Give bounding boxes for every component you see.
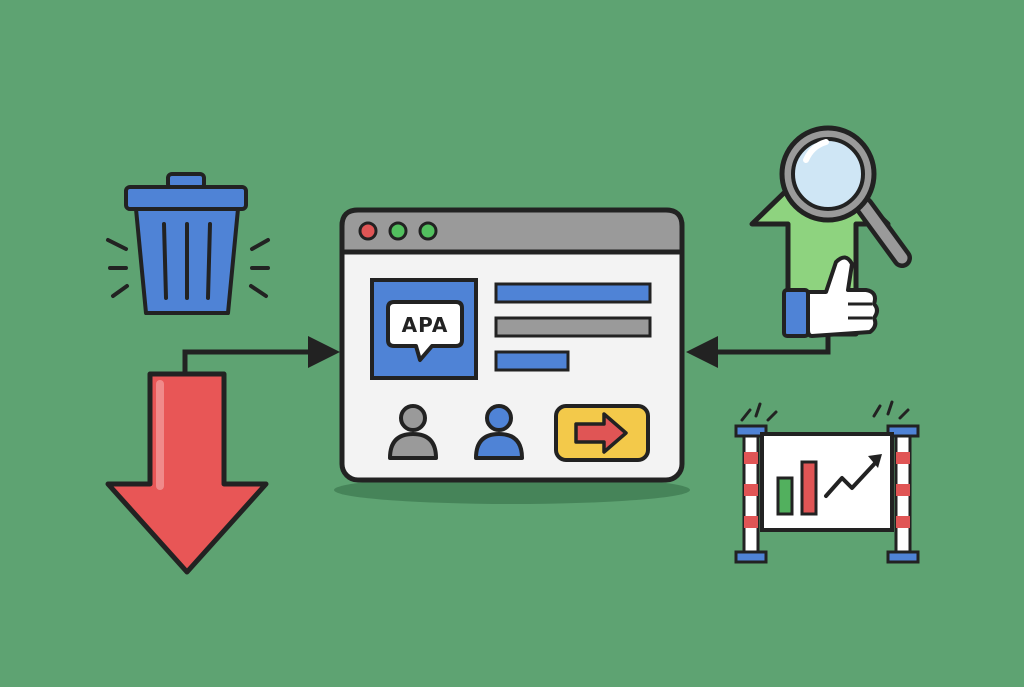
right-arrow-icon — [574, 412, 628, 454]
text-bar-3 — [494, 350, 570, 372]
next-arrow-button[interactable] — [554, 404, 650, 462]
browser-window: APA — [334, 207, 690, 504]
right-connector — [686, 336, 831, 368]
user-blue-icon[interactable] — [474, 404, 524, 460]
text-bar-1 — [494, 282, 652, 304]
left-connector — [182, 336, 340, 378]
maximize-dot[interactable] — [418, 221, 438, 241]
speech-bubble-icon: APA — [386, 300, 464, 362]
right-connector-arrowhead — [686, 336, 718, 368]
chart-bar-green — [776, 476, 794, 516]
chart-trend-line — [824, 458, 880, 498]
close-dot[interactable] — [358, 221, 378, 241]
text-bar-2 — [494, 316, 652, 338]
chart-bar-red — [800, 460, 818, 516]
growth-chart-board-icon — [734, 400, 920, 564]
thumbs-up-cuff — [782, 288, 810, 338]
thumbs-up-icon — [782, 255, 879, 338]
window-shadow — [334, 476, 690, 504]
minimize-dot[interactable] — [388, 221, 408, 241]
red-down-arrow-icon — [105, 371, 269, 575]
user-gray-icon[interactable] — [388, 404, 438, 460]
speech-bubble-text: APA — [402, 313, 449, 337]
trash-can-icon — [106, 172, 270, 315]
left-connector-arrowhead — [308, 336, 340, 368]
window-titlebar — [339, 207, 685, 255]
magnifying-glass-icon — [779, 125, 912, 268]
